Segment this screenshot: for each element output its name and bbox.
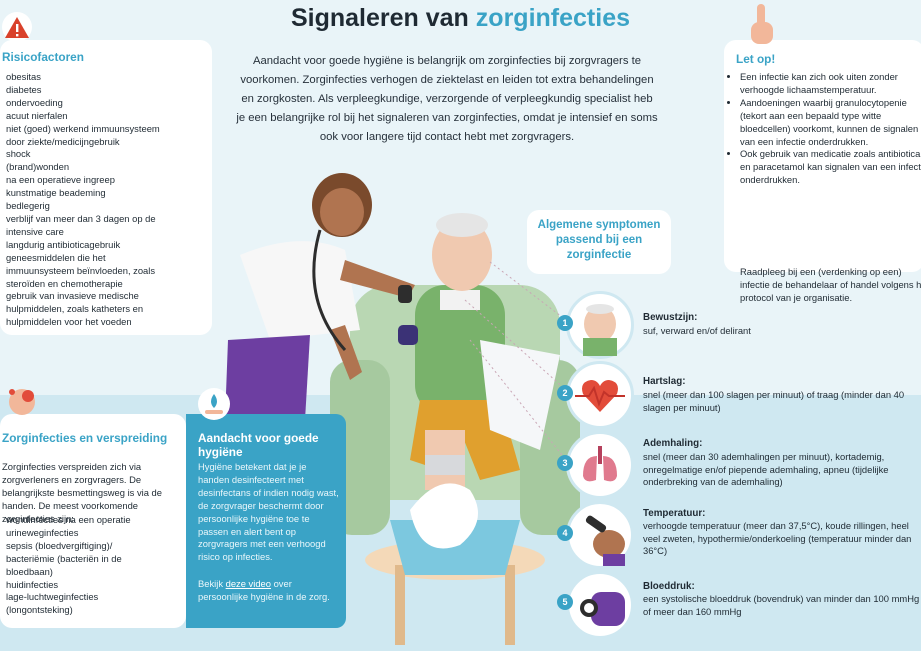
list-item: langdurig antibioticagebruik <box>6 238 121 250</box>
symptom-text: verhoogde temperatuur (meer dan 37,5°C),… <box>643 520 912 557</box>
list-item: Ook gebruik van medicatie zoals antibiot… <box>740 148 921 187</box>
symptom-title: Hartslag: <box>643 376 686 387</box>
list-item: wondinfecties na een operatie <box>6 514 131 525</box>
list-item: lage-luchtweginfecties <box>6 591 99 603</box>
lungs-icon <box>583 446 617 482</box>
thermometer-icon <box>585 515 625 566</box>
warning-icon <box>5 17 29 38</box>
risk-factors-title: Risicofactoren <box>2 50 84 64</box>
symptom-text: snel (meer dan 30 ademhalingen per minuu… <box>643 451 889 488</box>
symptom-title: Bewustzijn: <box>643 312 698 323</box>
list-item: (brand)wonden <box>6 161 70 173</box>
list-item: ondervoeding <box>6 96 63 108</box>
page-title: Signaleren van zorginfecties <box>290 4 630 32</box>
list-item: door ziekte/medicijngebruik <box>6 135 120 147</box>
list-item: Aandoeningen waarbij granulocytopenie (t… <box>740 97 921 149</box>
symptom-number: 5 <box>557 594 573 610</box>
list-item: na een operatieve ingreep <box>6 174 115 186</box>
warning-badge <box>2 12 32 42</box>
symptom-text: suf, verward en/of delirant <box>643 325 751 336</box>
raised-finger-icon <box>751 4 773 44</box>
symptom-title: Bloeddruk: <box>643 581 695 592</box>
intro-text: Aandacht voor goede hygiëne is belangrij… <box>236 55 658 143</box>
attention-card: Let op! Een infectie kan zich ook uiten … <box>724 40 921 303</box>
hand-sanitizer-badge <box>198 388 230 420</box>
symptom-title: Ademhaling: <box>643 438 703 449</box>
list-item: Een infectie kan zich ook uiten zonder v… <box>740 71 921 97</box>
infections-list: wondinfecties na een operatie urinewegin… <box>6 514 184 617</box>
confused-face-icon <box>583 304 617 356</box>
symptom-1-circle <box>566 291 634 359</box>
heart-pulse-icon <box>575 380 625 412</box>
list-item: bedlegerig <box>6 200 50 212</box>
list-item: bloedbaan) <box>6 565 53 577</box>
video-link[interactable]: deze video <box>225 578 271 589</box>
symptom-title: Temperatuur: <box>643 508 706 519</box>
infections-title: Zorginfecties en verspreiding <box>2 431 168 445</box>
list-item: intensive care <box>6 225 64 237</box>
symptom-number: 3 <box>557 455 573 471</box>
symptom-text: snel (meer dan 100 slagen per minuut) of… <box>643 389 905 413</box>
attention-list: Een infectie kan zich ook uiten zonder v… <box>730 71 921 187</box>
list-item: bacteriëmie (bacteriën in de <box>6 552 122 564</box>
list-item: diabetes <box>6 83 42 95</box>
list-item: acuut nierfalen <box>6 109 68 121</box>
list-item: (longontsteking) <box>6 604 73 616</box>
symptom-number: 2 <box>557 385 573 401</box>
symptom-text: een systolische bloeddruk (bovendruk) va… <box>643 593 920 617</box>
germ-hand-icon <box>9 389 35 415</box>
symptom-number: 1 <box>557 315 573 331</box>
hygiene-panel: Aandacht voor goede hygiëne Hygiëne bete… <box>186 414 346 628</box>
list-item: hulpmiddelen voor het voeden <box>6 316 132 328</box>
symptom-2-circle <box>566 361 634 429</box>
list-item: shock <box>6 148 31 160</box>
symptom-number: 4 <box>557 525 573 541</box>
symptom-3-circle <box>566 431 634 499</box>
risk-factors-list: obesitas diabetes ondervoeding acuut nie… <box>6 71 206 329</box>
infections-intro: Zorginfecties verspreiden zich via zorgv… <box>2 461 162 524</box>
list-item: huidinfecties <box>6 578 59 590</box>
list-item: kunstmatige beademing <box>6 187 106 199</box>
list-item: gebruik van invasieve medische <box>6 290 139 302</box>
hygiene-link-paragraph: Bekijk deze video over persoonlijke hygi… <box>198 578 330 602</box>
list-item: steroïden en chemotherapie <box>6 277 123 289</box>
attention-note: Raadpleeg bij een (verdenking op een) in… <box>740 266 921 303</box>
hygiene-title: Aandacht voor goede hygiëne <box>198 431 319 459</box>
infections-card: Zorginfecties en verspreiding Zorginfect… <box>0 414 186 628</box>
list-item: urineweginfecties <box>6 526 79 538</box>
list-item: verblijf van meer dan 3 dagen op de <box>6 212 156 224</box>
symptoms-heading: Algemene symptomen passend bij een zorgi… <box>537 219 661 261</box>
hygiene-text: Hygiëne betekent dat je je handen desinf… <box>198 461 339 563</box>
symptom-5-circle <box>566 571 634 639</box>
blood-pressure-icon <box>580 592 625 626</box>
list-item: sepsis (bloedvergiftiging)/ <box>6 539 113 551</box>
list-item: immuunsysteem beïnvloeden, zoals <box>6 264 156 276</box>
list-item: hulpmiddelen, zoals katheters en <box>6 303 144 315</box>
symptom-4-circle <box>566 501 634 569</box>
list-item: obesitas <box>6 71 41 82</box>
risk-factors-card: Risicofactoren obesitas diabetes ondervo… <box>0 40 212 335</box>
list-item: niet (goed) werkend immuunsysteem <box>6 122 160 134</box>
attention-title: Let op! <box>736 52 776 66</box>
hand-sanitizer-icon <box>205 394 223 414</box>
symptoms-heading-box: Algemene symptomen passend bij een zorgi… <box>527 210 671 274</box>
list-item: geneesmiddelen die het <box>6 251 106 263</box>
